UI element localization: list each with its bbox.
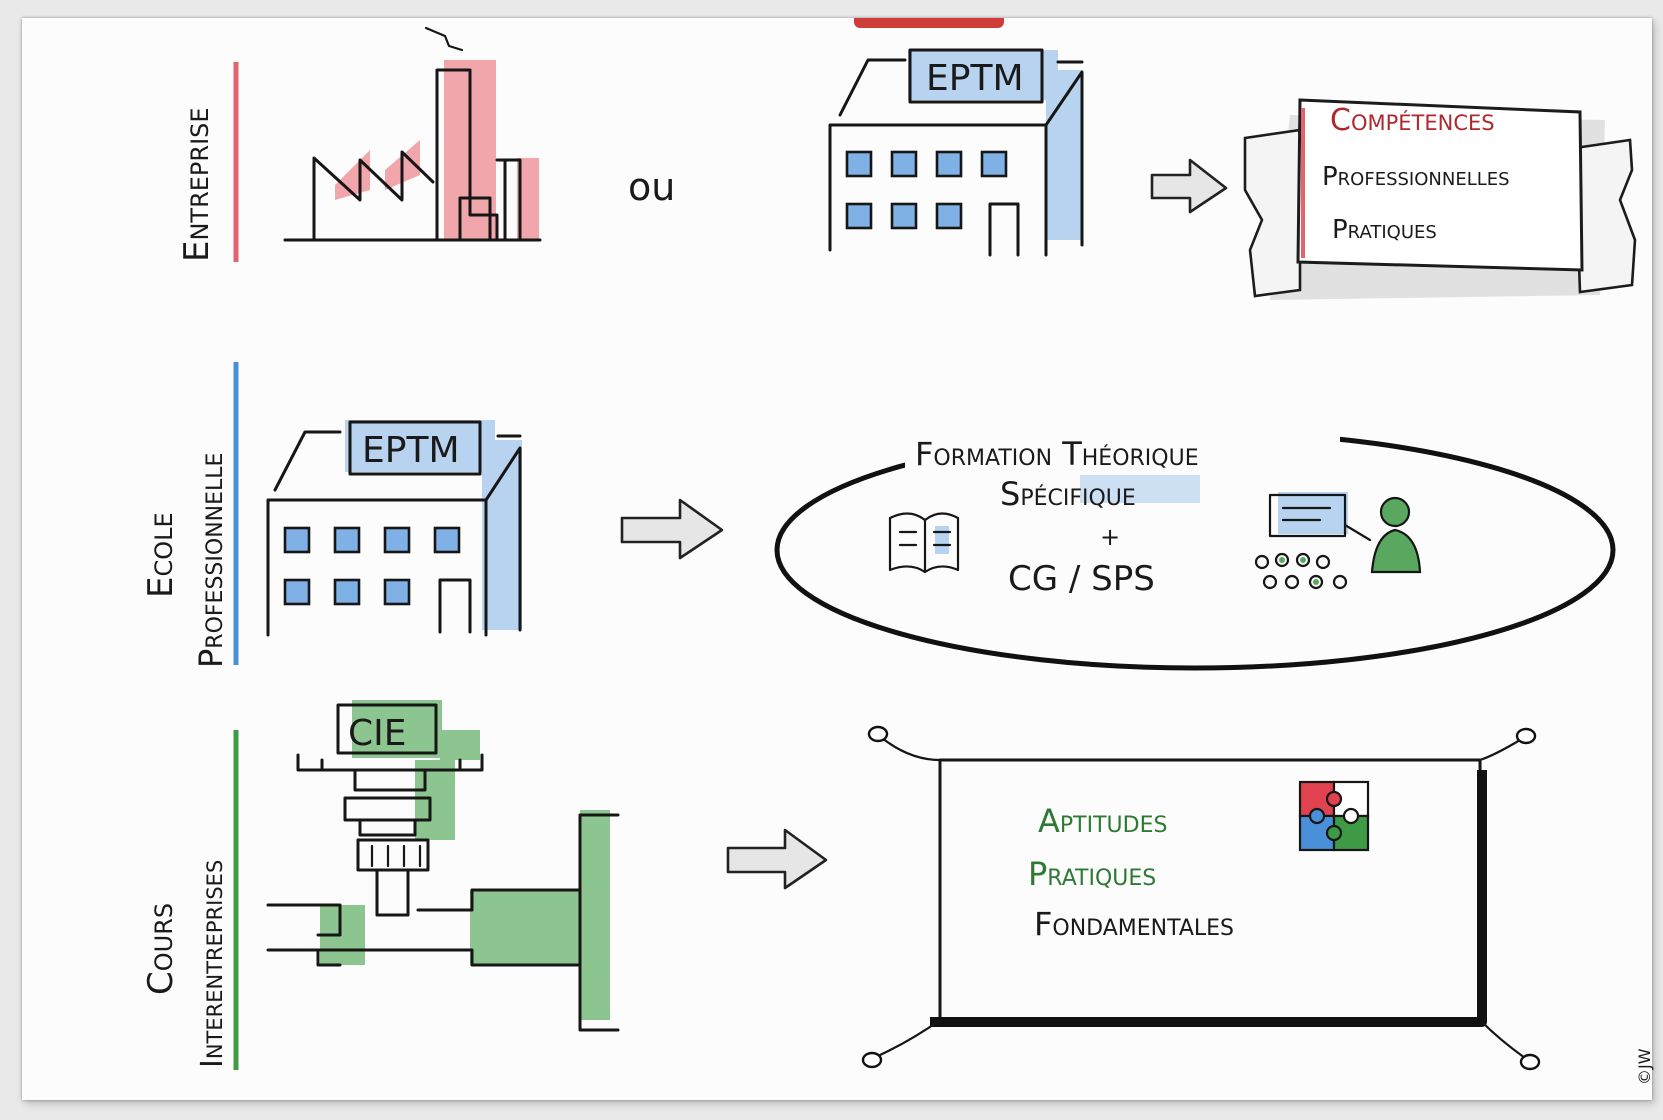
school-building-icon: EPTM bbox=[266, 420, 522, 637]
theory-title-1: Formation Théorique bbox=[915, 435, 1199, 473]
building-sign-1: EPTM bbox=[926, 58, 1024, 99]
theory-title-2: Spécifique bbox=[1000, 475, 1136, 513]
theory-sub: CG / SPS bbox=[1008, 559, 1155, 599]
arrow-icon bbox=[1150, 158, 1228, 214]
row-ecole: Ecole Professionnelle EPTM bbox=[141, 362, 1616, 671]
connector-ou: ou bbox=[628, 165, 675, 209]
row-cours: Cours Interentreprises CIE bbox=[141, 700, 1541, 1071]
label-entreprise: Entreprise bbox=[177, 107, 217, 262]
stretched-canvas-icon: Aptitudes Pratiques Fondamentales bbox=[861, 725, 1541, 1071]
outcome-line-2: Professionnelles bbox=[1322, 162, 1510, 192]
label-professionnelle: Professionnelle bbox=[192, 453, 230, 668]
puzzle-icon bbox=[1298, 780, 1370, 852]
book-icon bbox=[888, 512, 960, 574]
arrow-icon bbox=[726, 828, 828, 890]
arrow-icon bbox=[620, 498, 724, 560]
school-building-icon: EPTM bbox=[828, 48, 1084, 257]
building-sign-2: EPTM bbox=[362, 430, 460, 471]
label-ecole: Ecole bbox=[141, 512, 181, 598]
row-entreprise: Entreprise ou EPTM bbox=[177, 26, 1637, 300]
factory-icon bbox=[283, 26, 542, 242]
scroll-banner-icon: Compétences Professionnelles Pratiques bbox=[1243, 98, 1637, 300]
outcome-line-3: Pratiques bbox=[1332, 215, 1437, 245]
signature: ©JW bbox=[1635, 1048, 1654, 1085]
aptitudes-line-2: Pratiques bbox=[1028, 855, 1156, 893]
aptitudes-line-1: Aptitudes bbox=[1038, 802, 1167, 840]
red-tab bbox=[854, 18, 1004, 28]
label-cours: Cours bbox=[141, 903, 181, 995]
classroom-icon bbox=[1254, 492, 1422, 590]
machine-press-icon: CIE bbox=[266, 700, 620, 1032]
aptitudes-line-3: Fondamentales bbox=[1034, 905, 1234, 943]
building-sign-3: CIE bbox=[348, 713, 407, 754]
outcome-line-1: Compétences bbox=[1330, 103, 1495, 138]
label-interentreprises: Interentreprises bbox=[195, 860, 230, 1068]
theory-plus: + bbox=[1100, 523, 1120, 551]
